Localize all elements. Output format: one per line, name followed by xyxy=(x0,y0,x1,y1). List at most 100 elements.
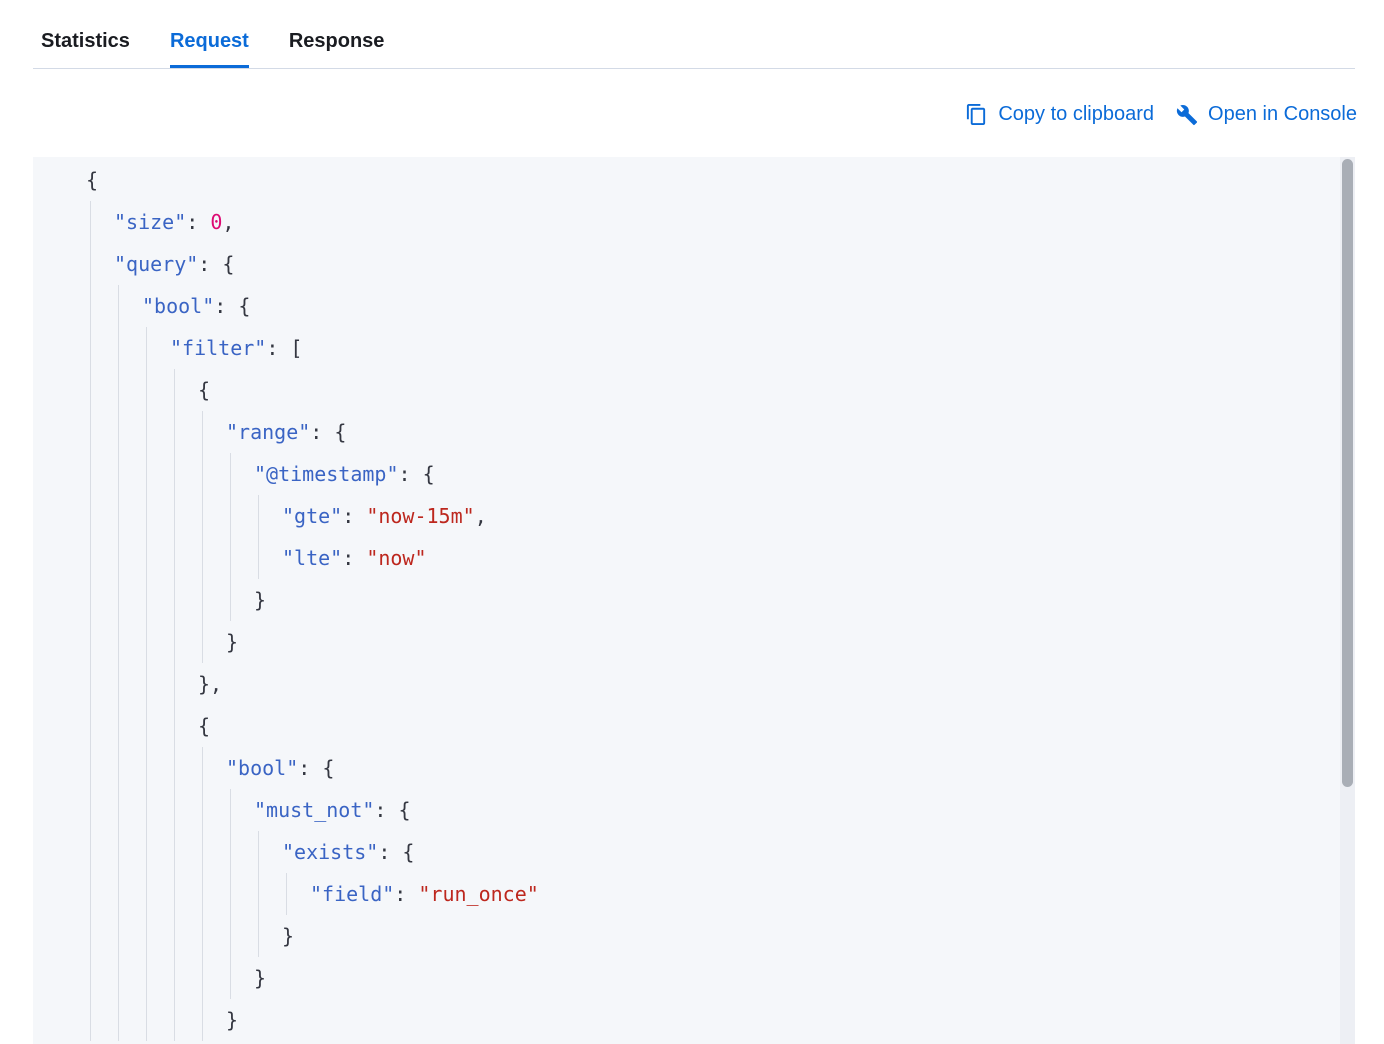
indent-guide xyxy=(90,537,91,579)
tab-statistics[interactable]: Statistics xyxy=(41,30,130,52)
indent-guide xyxy=(118,327,119,369)
code-token-key: "size" xyxy=(114,210,187,234)
indent-guide xyxy=(202,999,203,1041)
indent-guide xyxy=(146,537,147,579)
code-token-pun: } xyxy=(254,588,267,612)
indent-guide xyxy=(146,369,147,411)
code-line: { xyxy=(33,369,1355,411)
tab-response[interactable]: Response xyxy=(288,30,385,52)
tabs-bar: Statistics Request Response xyxy=(33,0,1355,69)
indent-guide xyxy=(202,453,203,495)
indent-guide xyxy=(230,873,231,915)
indent-guide xyxy=(174,957,175,999)
tab-request[interactable]: Request xyxy=(169,0,249,68)
code-line: "range": { xyxy=(33,411,1355,453)
indent-guide xyxy=(90,705,91,747)
code-token-pun: : { xyxy=(310,420,347,444)
indent-guide xyxy=(146,831,147,873)
code-token-pun: : { xyxy=(198,252,235,276)
code-token-pun: }, xyxy=(198,672,223,696)
code-token-pun: : { xyxy=(298,756,335,780)
indent-guide xyxy=(174,495,175,537)
scrollbar-thumb[interactable] xyxy=(1342,159,1353,787)
indent-guide xyxy=(118,999,119,1041)
indent-guide xyxy=(174,915,175,957)
indent-guide xyxy=(174,831,175,873)
code-token-pun: { xyxy=(198,714,211,738)
indent-guide xyxy=(202,411,203,453)
indent-guide xyxy=(90,957,91,999)
indent-guide xyxy=(258,537,259,579)
code-token-pun: : { xyxy=(398,462,435,486)
indent-guide xyxy=(90,747,91,789)
indent-guide xyxy=(146,327,147,369)
indent-guide xyxy=(90,579,91,621)
indent-guide xyxy=(202,621,203,663)
indent-guide xyxy=(258,495,259,537)
copy-to-clipboard-label: Copy to clipboard xyxy=(998,103,1155,125)
indent-guide xyxy=(118,831,119,873)
indent-guide xyxy=(146,957,147,999)
code-line: "@timestamp": { xyxy=(33,453,1355,495)
indent-guide xyxy=(118,621,119,663)
code-line: "query": { xyxy=(33,243,1355,285)
indent-guide xyxy=(90,243,91,285)
code-token-pun: : { xyxy=(378,840,415,864)
code-token-key: "range" xyxy=(226,420,311,444)
indent-guide xyxy=(118,705,119,747)
code-token-pun: { xyxy=(198,378,211,402)
indent-guide xyxy=(202,873,203,915)
indent-guide xyxy=(90,495,91,537)
code-token-key: "bool" xyxy=(226,756,299,780)
indent-guide xyxy=(146,411,147,453)
indent-guide xyxy=(230,915,231,957)
code-line: "filter": [ xyxy=(33,327,1355,369)
indent-guide xyxy=(118,369,119,411)
code-block: {"size": 0,"query": {"bool": {"filter": … xyxy=(33,157,1355,1041)
code-token-pun: , xyxy=(474,504,487,528)
indent-guide xyxy=(174,663,175,705)
indent-guide xyxy=(146,579,147,621)
indent-guide xyxy=(146,873,147,915)
indent-guide xyxy=(174,621,175,663)
indent-guide xyxy=(174,873,175,915)
indent-guide xyxy=(90,621,91,663)
indent-guide xyxy=(118,579,119,621)
code-line: } xyxy=(33,999,1355,1041)
open-in-console-button[interactable]: Open in Console xyxy=(1176,103,1357,126)
indent-guide xyxy=(258,831,259,873)
indent-guide xyxy=(90,663,91,705)
scrollbar-track[interactable] xyxy=(1340,157,1355,1044)
indent-guide xyxy=(174,999,175,1041)
indent-guide xyxy=(174,789,175,831)
code-line: "lte": "now" xyxy=(33,537,1355,579)
wrench-icon xyxy=(1176,104,1198,126)
indent-guide xyxy=(230,957,231,999)
code-line: "field": "run_once" xyxy=(33,873,1355,915)
code-token-pun: } xyxy=(282,924,295,948)
indent-guide xyxy=(90,285,91,327)
code-token-str: "now-15m" xyxy=(366,504,475,528)
code-line: "size": 0, xyxy=(33,201,1355,243)
indent-guide xyxy=(90,201,91,243)
code-token-pun: : xyxy=(186,210,211,234)
code-token-pun: : { xyxy=(374,798,411,822)
code-token-pun: : xyxy=(342,504,367,528)
indent-guide xyxy=(174,705,175,747)
indent-guide xyxy=(230,495,231,537)
indent-guide xyxy=(118,495,119,537)
copy-to-clipboard-button[interactable]: Copy to clipboard xyxy=(965,103,1154,126)
code-token-key: "field" xyxy=(310,882,395,906)
code-line: "bool": { xyxy=(33,747,1355,789)
indent-guide xyxy=(118,747,119,789)
code-token-pun: : { xyxy=(214,294,251,318)
request-code-panel[interactable]: {"size": 0,"query": {"bool": {"filter": … xyxy=(33,157,1355,1044)
indent-guide xyxy=(118,957,119,999)
code-token-key: "exists" xyxy=(282,840,379,864)
code-line: "gte": "now-15m", xyxy=(33,495,1355,537)
code-token-pun: } xyxy=(226,630,239,654)
code-token-str: "run_once" xyxy=(418,882,539,906)
indent-guide xyxy=(118,663,119,705)
indent-guide xyxy=(90,453,91,495)
indent-guide xyxy=(118,537,119,579)
